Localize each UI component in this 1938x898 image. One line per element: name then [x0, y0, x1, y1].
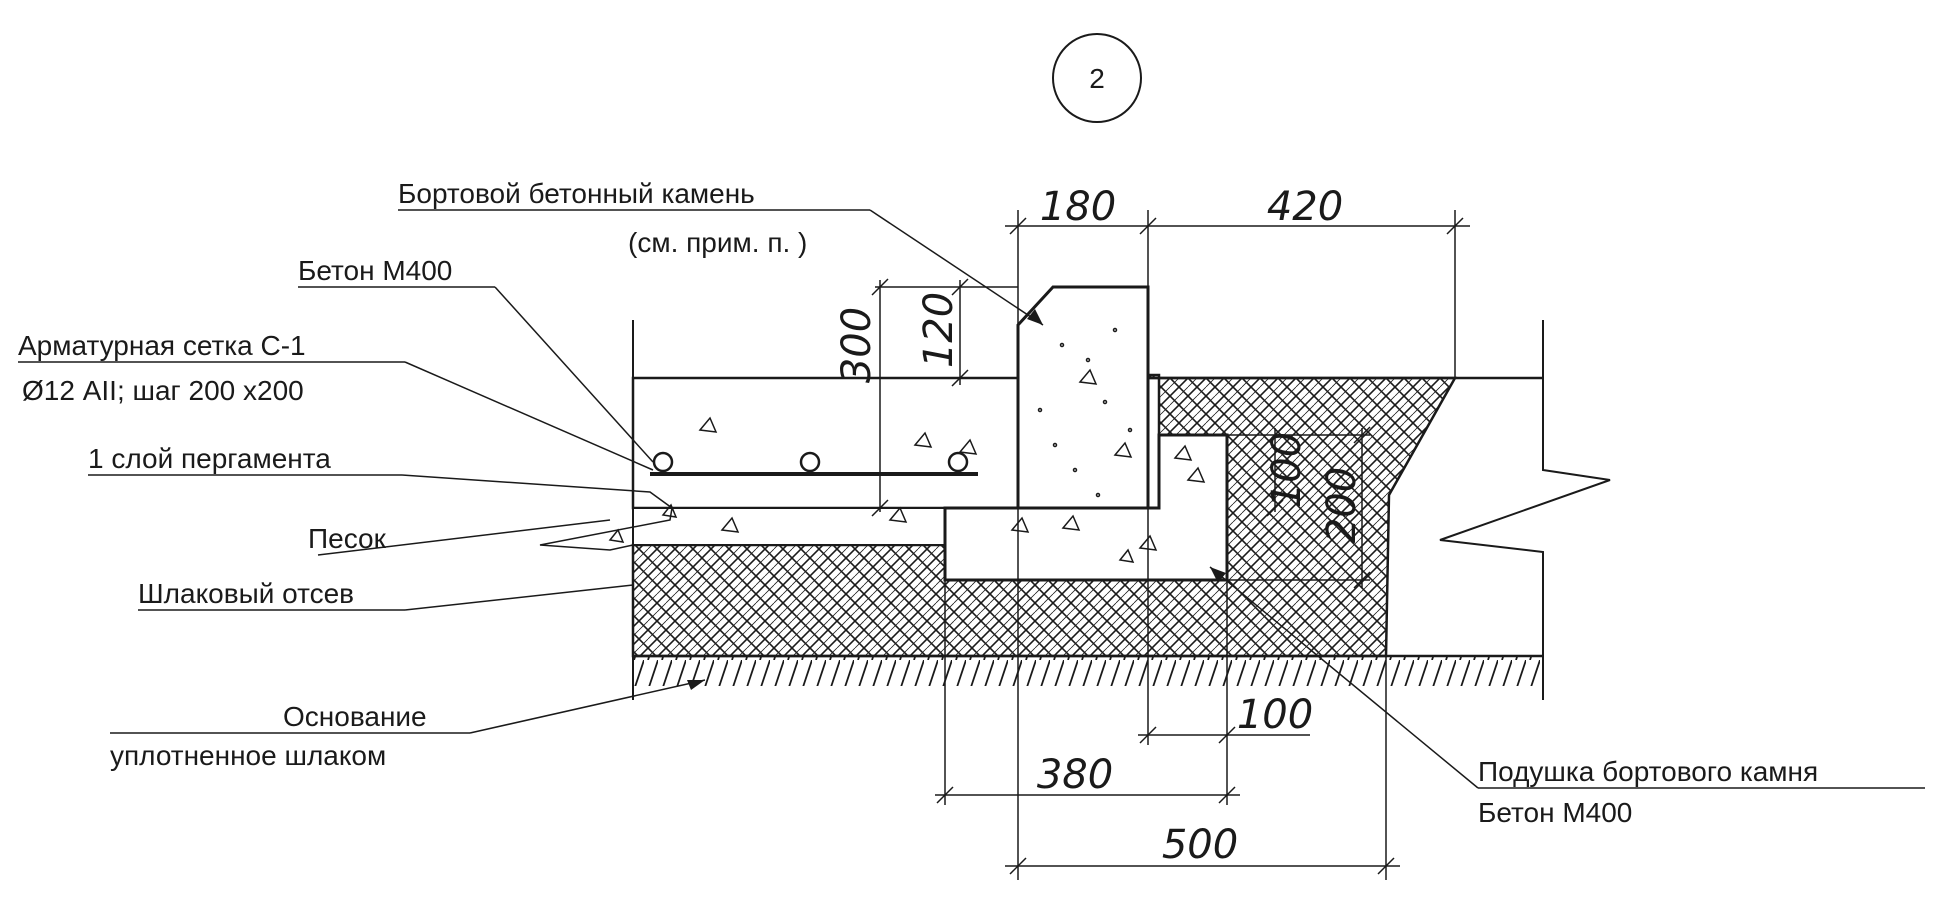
break-line-right: [1439, 320, 1611, 700]
leader-lines: [18, 209, 1925, 789]
view-marker-circle: [1052, 33, 1142, 123]
label-base-compacted: уплотненное шлаком: [110, 740, 386, 771]
label-pad: Подушка бортового камня: [1478, 756, 1818, 787]
leader-arrows: [687, 309, 1226, 690]
reinforcement-mesh: [650, 451, 978, 476]
view-marker-number: 2: [1089, 63, 1105, 94]
compacted-base: [633, 654, 1543, 686]
label-mesh-spec: Ø12 АII; шаг 200 х200: [22, 375, 304, 406]
sand-layer: [632, 507, 946, 546]
labels: Бортовой бетонный камень (см. прим. п. )…: [18, 178, 1818, 828]
dim-380: 380: [1037, 752, 1113, 798]
dim-200: 200: [1319, 467, 1365, 543]
rebar-section: [652, 451, 674, 473]
dim-120: 120: [916, 292, 962, 368]
dimension-lines: [871, 210, 1470, 880]
dim-180: 180: [1040, 184, 1116, 230]
view-marker: 2: [1052, 33, 1142, 123]
rebar-section: [947, 451, 969, 473]
dimension-texts: 180 420 300 120 100 200 100 380 500: [834, 184, 1365, 868]
dim-500: 500: [1162, 822, 1238, 868]
label-pad-concrete: Бетон М400: [1478, 797, 1632, 828]
label-curb-stone: Бортовой бетонный камень: [398, 178, 755, 209]
label-sand: Песок: [308, 523, 387, 554]
label-curb-stone-note: (см. прим. п. ): [628, 227, 807, 258]
label-slag-screening: Шлаковый отсев: [138, 578, 354, 609]
dim-100-bottom: 100: [1237, 692, 1313, 738]
rebar-section: [799, 451, 821, 473]
label-base: Основание: [283, 701, 427, 732]
dim-420: 420: [1267, 184, 1343, 230]
label-mesh: Арматурная сетка С-1: [18, 330, 306, 361]
aggregate-marks: [608, 327, 1206, 563]
label-parchment: 1 слой пергамента: [88, 443, 331, 474]
dim-100-vertical: 100: [1264, 432, 1310, 508]
concrete-pavement-body: [631, 376, 1020, 510]
dim-300: 300: [834, 307, 880, 383]
compacted-base-hatch: [633, 656, 1543, 686]
label-concrete-top: Бетон М400: [298, 255, 452, 286]
